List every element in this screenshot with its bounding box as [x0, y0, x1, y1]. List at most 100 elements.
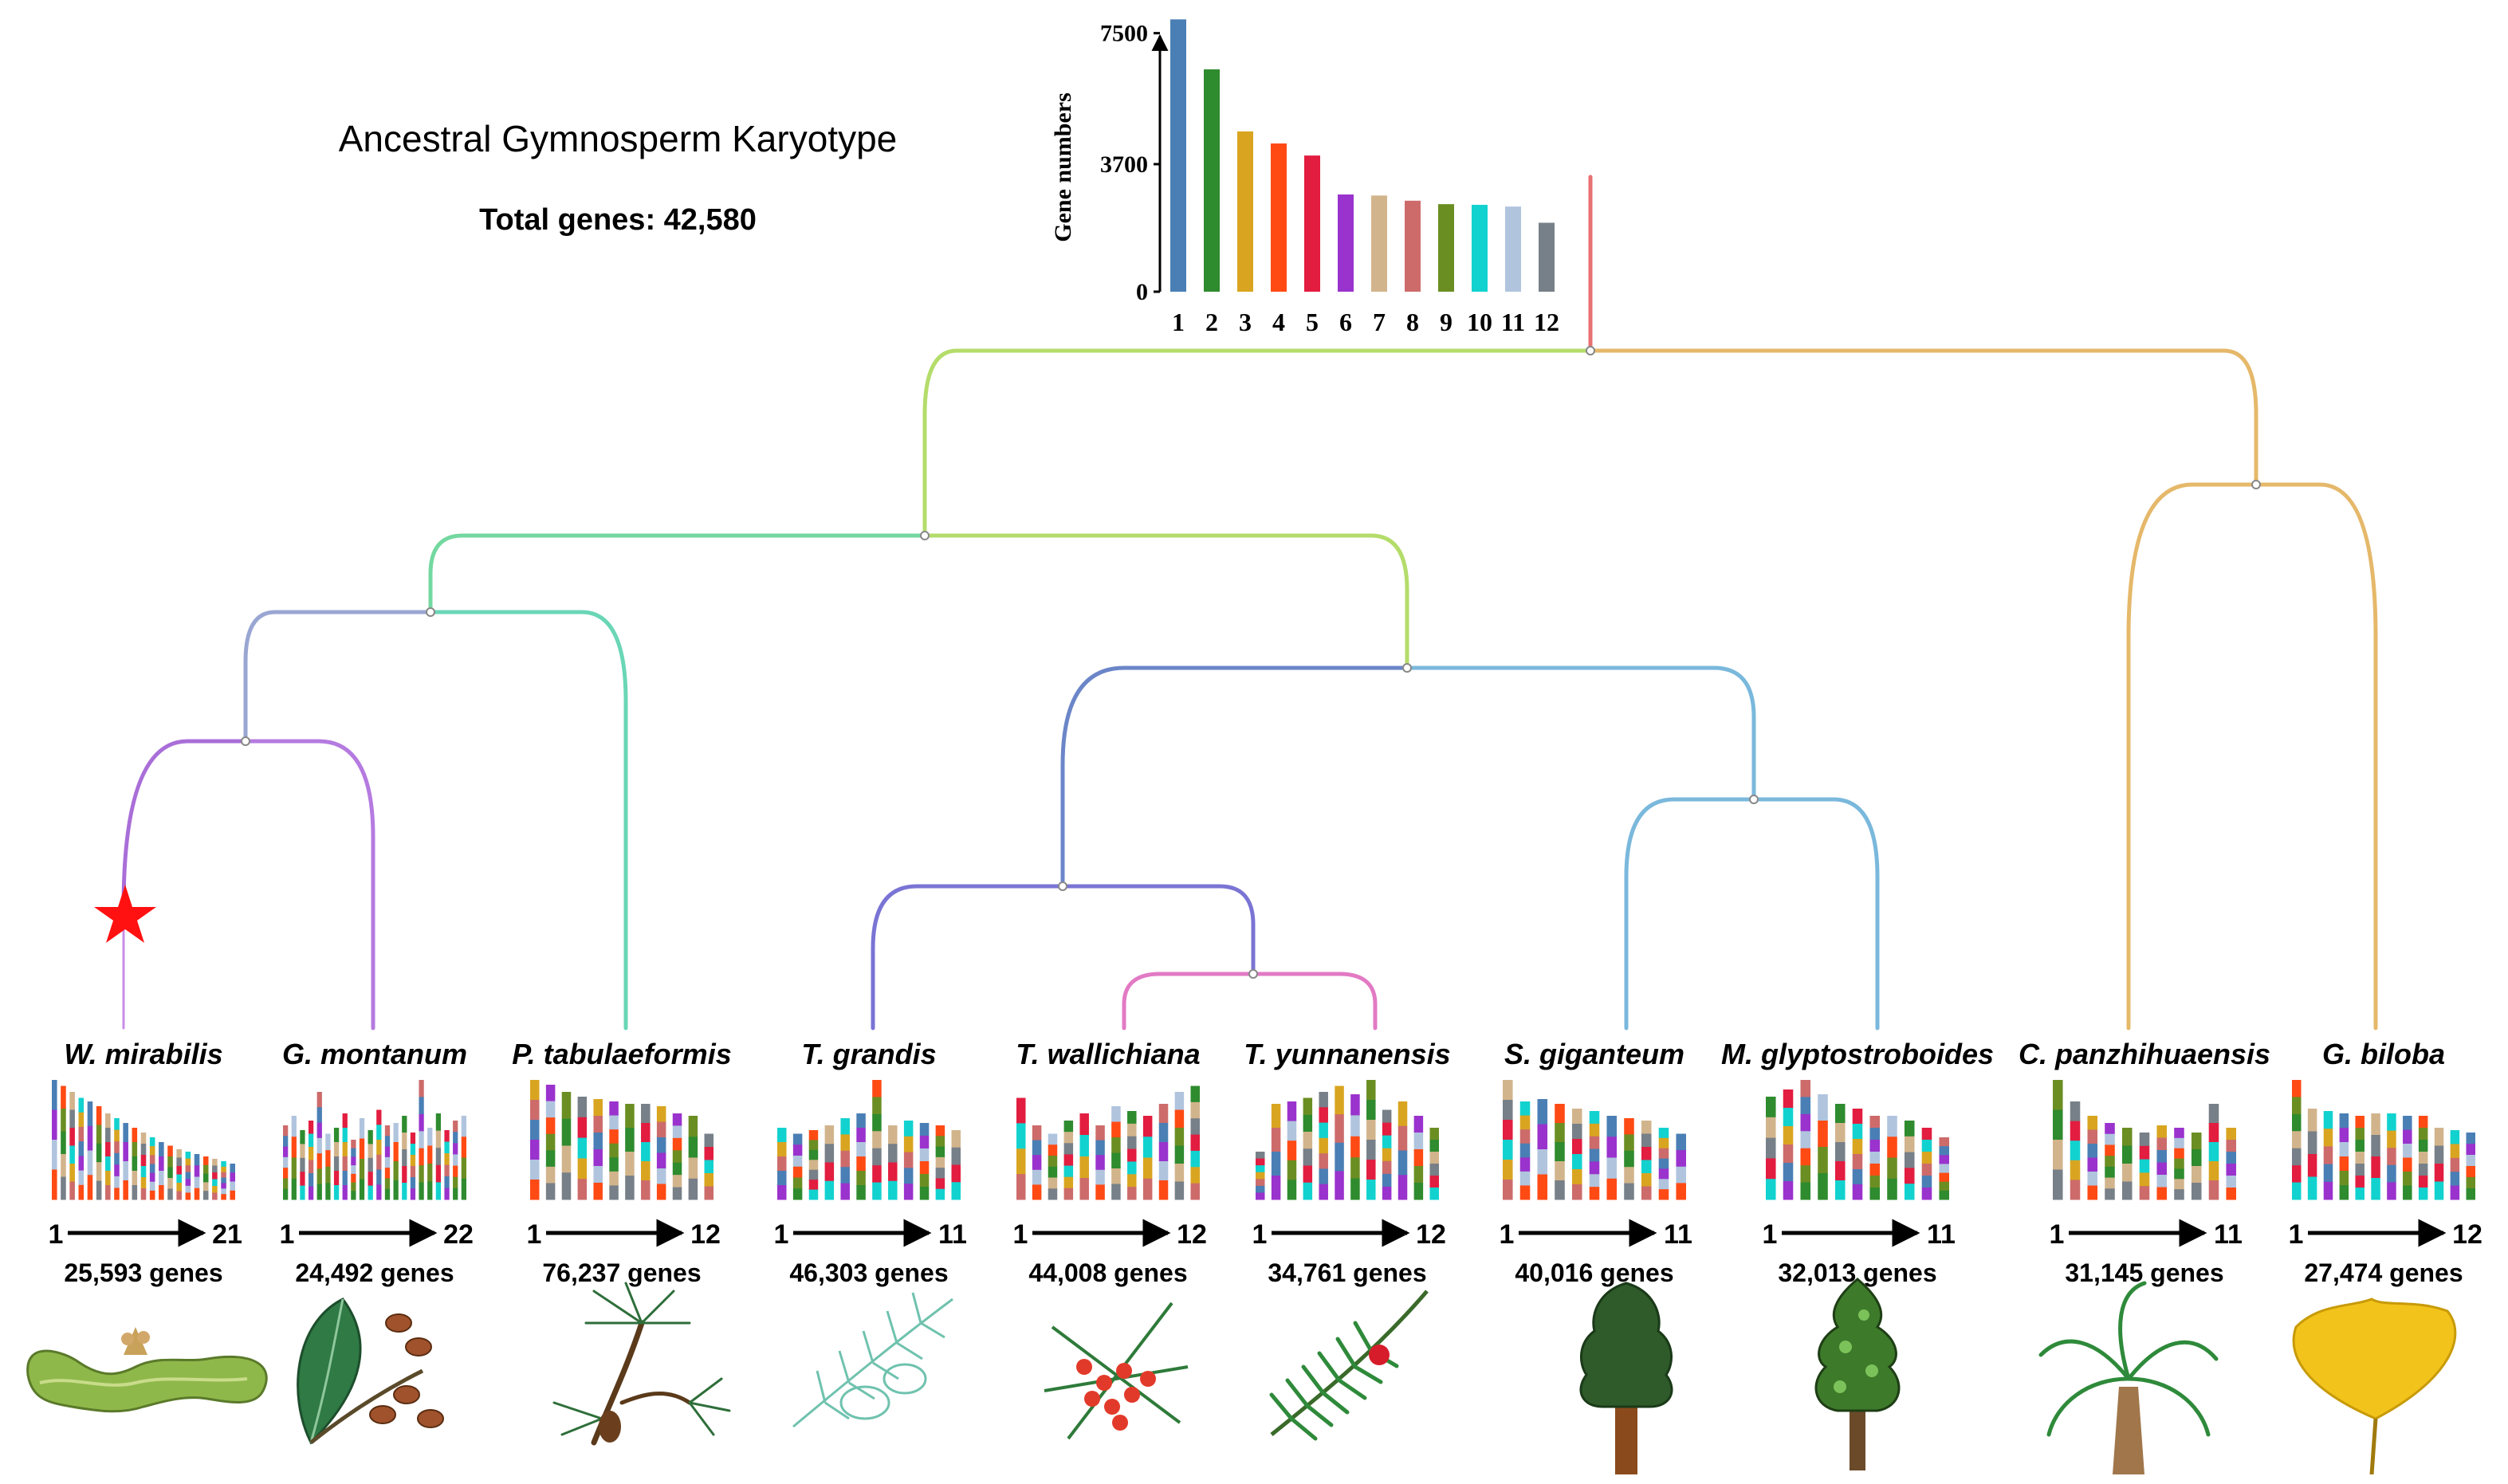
karyotype-segment: [1921, 1128, 1932, 1140]
karyotype-segment: [1503, 1080, 1513, 1101]
chart-bar: [1371, 195, 1387, 292]
karyotype-segment: [1589, 1111, 1600, 1125]
chart-bar: [1338, 194, 1354, 292]
chromosome-start: 1: [1763, 1219, 1778, 1250]
karyotype-segment: [2418, 1176, 2428, 1188]
karyotype-segment: [808, 1140, 819, 1151]
karyotype-segment: [87, 1101, 93, 1127]
karyotype-segment: [1382, 1173, 1392, 1188]
gnetum-leaf-icon: [297, 1298, 444, 1445]
karyotype-segment: [561, 1118, 572, 1146]
karyotype-segment: [1287, 1180, 1297, 1200]
karyotype-segment: [1904, 1136, 1915, 1153]
karyotype-segment: [856, 1185, 866, 1200]
karyotype-segment: [1429, 1152, 1439, 1164]
karyotype-chart: [777, 1080, 961, 1200]
chromosome-end: 12: [1416, 1219, 1446, 1250]
karyotype-segment: [1174, 1092, 1185, 1110]
karyotype-segment: [316, 1184, 322, 1200]
karyotype-segment: [2403, 1144, 2412, 1158]
yew-branch-icon: [1269, 1290, 1429, 1441]
karyotype-segment: [351, 1156, 356, 1166]
karyotype-segment: [1174, 1181, 1185, 1200]
karyotype-segment: [2371, 1135, 2380, 1157]
welwitschia-icon: [26, 1327, 268, 1413]
karyotype-segment: [444, 1188, 450, 1200]
karyotype-segment: [2323, 1146, 2333, 1165]
karyotype-segment: [2087, 1157, 2098, 1172]
karyotype-segment: [230, 1164, 235, 1173]
chart-bar: [1204, 69, 1220, 292]
karyotype-segment: [140, 1177, 147, 1189]
karyotype-segment: [2174, 1179, 2184, 1190]
karyotype-segment: [593, 1149, 603, 1167]
karyotype-segment: [2139, 1133, 2150, 1147]
species-name: G. montanum: [282, 1038, 467, 1070]
karyotype-segment: [2339, 1171, 2349, 1186]
karyotype-segment: [402, 1133, 407, 1150]
karyotype-segment: [1256, 1179, 1265, 1187]
karyotype-segment: [1048, 1144, 1058, 1156]
karyotype-segment: [2292, 1148, 2302, 1166]
karyotype-segment: [545, 1085, 556, 1102]
karyotype-segment: [368, 1144, 373, 1159]
karyotype-segment: [87, 1175, 93, 1200]
karyotype-segment: [393, 1142, 399, 1162]
karyotype-segment: [1852, 1154, 1863, 1170]
karyotype-segment: [316, 1107, 322, 1124]
karyotype-segment: [808, 1130, 819, 1140]
karyotype-segment: [1904, 1168, 1915, 1184]
karyotype-segment: [609, 1129, 619, 1144]
karyotype-segment: [1641, 1173, 1652, 1187]
karyotype-segment: [300, 1157, 305, 1172]
karyotype-chart: [1256, 1080, 1439, 1200]
karyotype-segment: [577, 1117, 588, 1139]
karyotype-segment: [1366, 1140, 1376, 1160]
karyotype-segment: [1939, 1190, 1949, 1200]
karyotype-segment: [903, 1136, 914, 1153]
karyotype-segment: [376, 1109, 382, 1125]
karyotype-segment: [427, 1145, 433, 1164]
karyotype-segment: [402, 1116, 407, 1133]
karyotype-segment: [856, 1171, 866, 1186]
karyotype-segment: [1921, 1188, 1932, 1200]
karyotype-segment: [1303, 1148, 1313, 1166]
karyotype-segment: [78, 1184, 85, 1200]
gene-count: 40,016 genes: [1515, 1258, 1673, 1287]
karyotype-segment: [453, 1154, 458, 1167]
karyotype-segment: [1834, 1142, 1846, 1162]
karyotype-segment: [105, 1171, 111, 1186]
karyotype-segment: [1366, 1120, 1376, 1140]
karyotype-segment: [2087, 1116, 2098, 1130]
karyotype-segment: [2466, 1166, 2475, 1178]
karyotype-segment: [202, 1156, 209, 1166]
karyotype-segment: [1335, 1114, 1344, 1144]
karyotype-chart: [530, 1080, 713, 1200]
chart-y-axis-label: Gene numbers: [1050, 92, 1076, 242]
chromosome-end: 21: [212, 1219, 242, 1250]
karyotype-segment: [1350, 1094, 1360, 1116]
karyotype-segment: [2053, 1080, 2063, 1110]
karyotype-segment: [1555, 1142, 1565, 1162]
karyotype-segment: [1887, 1178, 1897, 1200]
karyotype-segment: [1063, 1154, 1074, 1167]
karyotype-segment: [308, 1186, 314, 1200]
karyotype-segment: [1921, 1176, 1932, 1188]
karyotype-segment: [2226, 1152, 2236, 1164]
karyotype-segment: [194, 1165, 200, 1177]
x-tick-label: 11: [1501, 308, 1525, 336]
karyotype-segment: [283, 1178, 289, 1190]
karyotype-segment: [96, 1106, 102, 1125]
karyotype-segment: [342, 1156, 348, 1172]
karyotype-segment: [384, 1125, 391, 1137]
karyotype-segment: [935, 1168, 945, 1179]
karyotype-segment: [185, 1172, 191, 1180]
karyotype-segment: [114, 1118, 120, 1131]
karyotype-segment: [777, 1185, 787, 1200]
karyotype-segment: [291, 1178, 297, 1200]
karyotype-segment: [316, 1153, 322, 1169]
karyotype-segment: [1366, 1080, 1376, 1101]
karyotype-segment: [1571, 1169, 1582, 1185]
karyotype-segment: [530, 1160, 540, 1180]
karyotype-segment: [202, 1191, 209, 1200]
